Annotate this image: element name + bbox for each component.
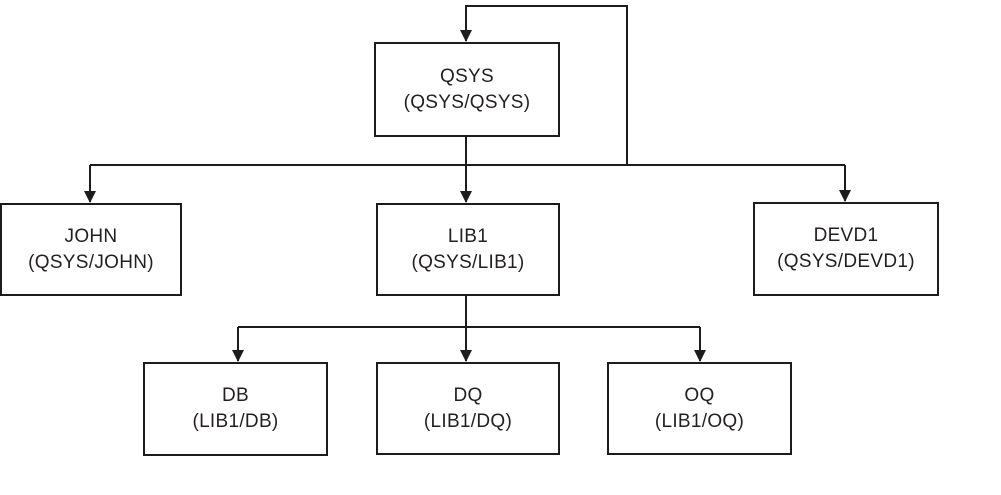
node-oq-qualified-name: (LIB1/OQ) [654,410,745,432]
node-dq-qualified-name: (LIB1/DQ) [423,410,513,432]
node-john-qualified-name: (QSYS/JOHN) [28,251,154,273]
node-db: DB (LIB1/DB) [143,362,328,456]
node-qsys-qualified-name: (QSYS/QSYS) [403,91,531,113]
node-qsys: QSYS (QSYS/QSYS) [374,42,560,137]
node-devd1-name: DEVD1 [813,225,879,246]
node-lib1-qualified-name: (QSYS/LIB1) [411,251,525,273]
node-lib1: LIB1 (QSYS/LIB1) [376,203,560,296]
node-dq: DQ (LIB1/DQ) [376,362,560,455]
node-db-name: DB [222,385,249,406]
node-devd1: DEVD1 (QSYS/DEVD1) [753,202,939,296]
node-john: JOHN (QSYS/JOHN) [0,203,182,296]
edge-qsys-self-loop [460,5,628,165]
node-devd1-qualified-name: (QSYS/DEVD1) [777,251,915,272]
node-john-name: JOHN [64,225,118,247]
node-db-qualified-name: (LIB1/DB) [192,411,279,432]
node-lib1-name: LIB1 [447,225,489,247]
node-oq: OQ (LIB1/OQ) [607,362,792,455]
node-qsys-name: QSYS [440,65,494,87]
node-oq-name: OQ [684,384,715,406]
node-dq-name: DQ [453,384,483,406]
